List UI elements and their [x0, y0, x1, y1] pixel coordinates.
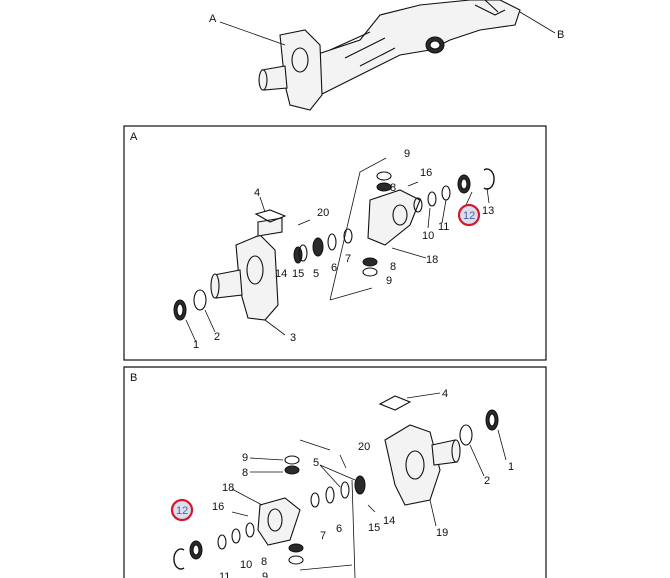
panel-b-label-15: 15: [368, 522, 380, 534]
panel-a-label-6: 6: [331, 262, 337, 274]
panel-b-frame: [123, 366, 547, 578]
panel-b-label-5: 5: [313, 457, 319, 469]
axle-overview: A B: [209, 0, 564, 111]
panel-b-label-10: 10: [240, 559, 252, 571]
panel-a-label-4: 4: [254, 187, 260, 199]
panel-b-highlight-12: [170, 498, 194, 522]
panel-a-label-16: 16: [420, 167, 432, 179]
panel-a-label-1: 1: [193, 339, 199, 351]
panel-a-label-11: 11: [438, 221, 449, 233]
panel-a-label-3: 3: [290, 332, 296, 344]
panel-b-title: B: [130, 372, 137, 384]
panel-b-label-9-top: 9: [242, 452, 248, 464]
overview-label-b: B: [557, 29, 564, 41]
panel-a-label-18: 18: [426, 254, 438, 266]
panel-b-label-11: 11: [219, 571, 230, 578]
panel-a-highlight-12: [457, 203, 481, 227]
panel-b-label-19: 19: [436, 527, 448, 539]
panel-a: A: [123, 125, 547, 361]
panel-b-label-8-top: 8: [242, 467, 248, 479]
panel-b-label-7: 7: [320, 530, 326, 542]
panel-a-label-15: 15: [292, 268, 304, 280]
panel-a-label-7: 7: [345, 253, 351, 265]
panel-b-label-8-bottom: 8: [261, 556, 267, 568]
panel-a-label-13: 13: [482, 205, 494, 217]
panel-b-label-1: 1: [508, 461, 514, 473]
panel-b-label-2: 2: [484, 475, 490, 487]
panel-a-label-8-top: 8: [390, 182, 396, 194]
panel-a-label-9-bottom: 9: [386, 275, 392, 287]
panel-b-label-18: 18: [222, 482, 234, 494]
panel-b: B: [123, 366, 547, 578]
panel-b-label-4: 4: [442, 388, 448, 400]
panel-a-label-5: 5: [313, 268, 319, 280]
panel-a-label-9-top: 9: [404, 148, 410, 160]
panel-b-label-20: 20: [358, 441, 370, 453]
panel-a-label-8-bottom: 8: [390, 261, 396, 273]
panel-b-label-9-bottom: 9: [262, 571, 268, 578]
panel-a-label-2: 2: [214, 331, 220, 343]
panel-b-label-12: 12: [176, 505, 188, 517]
panel-b-label-14: 14: [383, 515, 395, 527]
overview-label-a: A: [209, 13, 217, 25]
panel-a-label-12: 12: [463, 210, 475, 222]
panel-a-frame: [123, 125, 547, 361]
panel-a-title: A: [130, 131, 138, 143]
panel-a-label-20: 20: [317, 207, 329, 219]
panel-a-label-10: 10: [422, 230, 434, 242]
panel-a-label-14: 14: [275, 268, 287, 280]
panel-b-label-16: 16: [212, 501, 224, 513]
panel-b-label-6: 6: [336, 523, 342, 535]
